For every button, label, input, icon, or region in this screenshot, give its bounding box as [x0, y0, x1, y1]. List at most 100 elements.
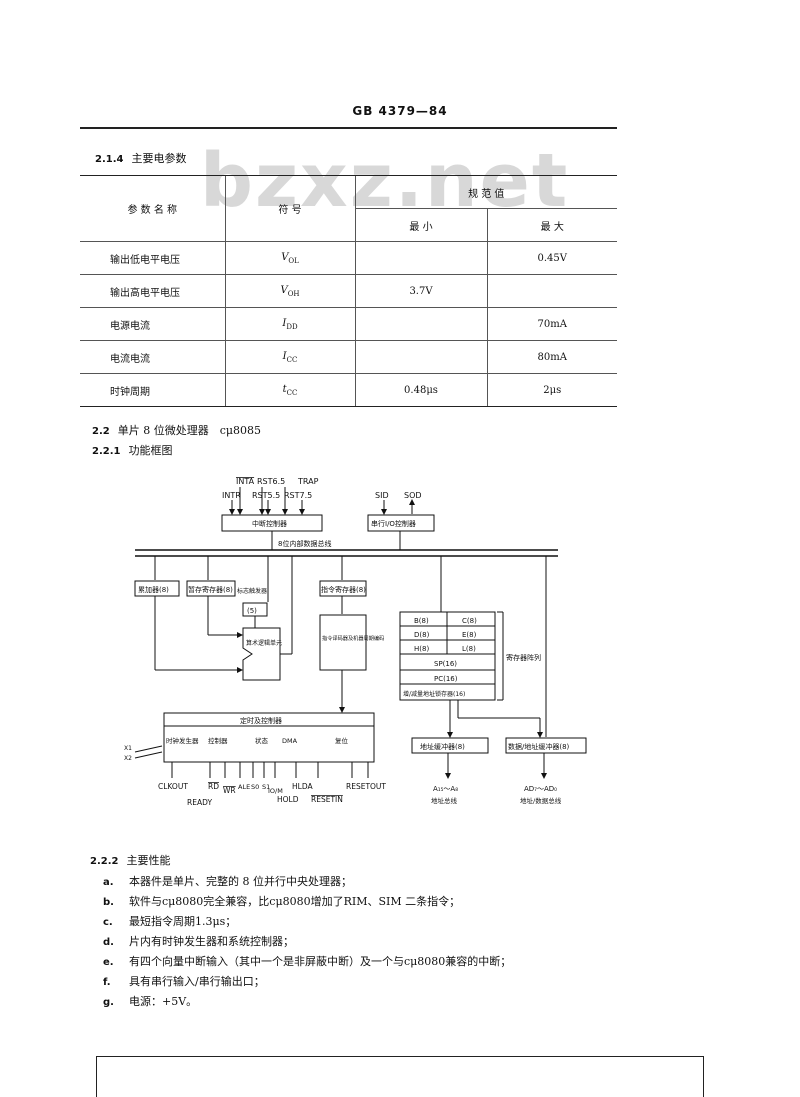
param-name: 输出高电平电压 [80, 274, 225, 308]
data-bus-name: 地址/数据总线 [520, 796, 562, 805]
x2-label: X2 [124, 755, 132, 762]
param-max [486, 274, 617, 308]
table-row: 电流电流 ICC 80mA [80, 340, 617, 374]
param-max: 70mA [486, 307, 617, 341]
param-max: 2μs [486, 373, 617, 407]
item-text: 电源：+5V。 [129, 995, 198, 1008]
param-max: 80mA [486, 340, 617, 374]
param-name: 输出低电平电压 [80, 241, 225, 275]
pin-ale: ALE [238, 783, 250, 791]
instruction-decoder: 指令译码器及机器周期编码 [322, 634, 384, 642]
item-key: e. [103, 957, 114, 968]
param-symbol: VOH [224, 274, 355, 308]
section-number: 2.2.2 [90, 856, 119, 867]
intr-label: RST5.5 [252, 491, 280, 500]
table-subheader-row: 最 小 最 大 [80, 208, 617, 242]
header-param-name: 参 数 名 称 [80, 175, 225, 242]
pin-resetout: RESETOUT [346, 782, 386, 791]
header-min: 最 小 [354, 208, 487, 242]
list-item: a. 本器件是单片、完整的 8 位并行中央处理器； [103, 873, 352, 889]
x1-label: X1 [124, 745, 132, 752]
pin-io-m: IO/M [268, 787, 283, 795]
instruction-register: 指令寄存器(8) [321, 585, 366, 594]
item-text: 软件与cμ8080完全兼容，比cμ8080增加了RIM、SIM 二条指令； [129, 895, 461, 908]
clock-generator: 时钟发生器 [166, 736, 199, 745]
reset-unit: 复位 [335, 736, 349, 745]
param-name: 时钟周期 [80, 373, 225, 407]
table-row: 输出高电平电压 VOH 3.7V [80, 274, 617, 308]
pin-s1: S1 [262, 783, 270, 791]
item-text: 片内有时钟发生器和系统控制器； [129, 935, 294, 948]
pin-s0: S0 [251, 783, 259, 791]
block-diagram: INTA RST6.5 TRAP INTR RST5.5 RST7.5 中断控制… [124, 477, 587, 807]
timing-control: 定时及控制器 [240, 716, 282, 725]
param-symbol: tCC [224, 373, 355, 407]
param-name: 电源电流 [80, 307, 225, 341]
pin-hlda: HLDA [292, 782, 313, 791]
header-rule [80, 127, 617, 129]
data-address-buffer: 数据/地址缓冲器(8) [508, 742, 570, 751]
pin-rd: RD [208, 782, 219, 791]
flag-register: (5) [247, 607, 257, 615]
list-item: b.软件与cμ8080完全兼容，比cμ8080增加了RIM、SIM 二条指令； [103, 893, 460, 909]
interrupt-control: 中断控制器 [252, 519, 287, 528]
address-bus-name: 地址总线 [431, 796, 458, 805]
intr-label: INTR [222, 491, 241, 500]
register-e: E(8) [462, 631, 477, 639]
item-key: d. [103, 937, 114, 948]
section-2-2-1-heading: 2.2.1 功能框图 [92, 442, 172, 458]
param-symbol: VOL [224, 241, 355, 275]
register-l: L(8) [462, 645, 476, 653]
standard-number: GB 4379—84 [352, 104, 448, 118]
pin-resetin: RESETIN [311, 795, 343, 804]
item-key: g. [103, 997, 114, 1008]
serial-io-control: 串行I/O控制器 [371, 519, 416, 528]
param-min: 0.48μs [354, 373, 487, 407]
intr-label: RST6.5 [257, 477, 285, 486]
item-key: c. [103, 917, 113, 928]
data-bus: AD₇～AD₀ [524, 785, 557, 793]
param-min [354, 340, 487, 374]
inc-dec-latch: 增/减量地址锁存器(16) [403, 690, 465, 698]
intr-label: RST7.5 [284, 491, 312, 500]
register-d: D(8) [414, 631, 430, 639]
register-h: H(8) [414, 645, 429, 653]
status-unit: 状态 [255, 736, 269, 745]
section-title: 主要性能 [126, 854, 171, 867]
item-key: a. [103, 877, 114, 888]
section-2-2-heading: 2.2 单片 8 位微处理器 cμ8085 [92, 422, 261, 438]
section-title: 功能框图 [128, 444, 173, 457]
register-array-label: 寄存器阵列 [506, 653, 541, 662]
control-unit: 控制器 [208, 736, 228, 745]
alu: 算术逻辑单元 [246, 639, 282, 647]
section-number: 2.2.1 [92, 446, 121, 457]
accumulator: 累加器(8) [138, 585, 169, 594]
item-text: 本器件是单片、完整的 8 位并行中央处理器； [129, 875, 352, 888]
address-buffer: 地址缓冲器(8) [420, 742, 465, 751]
item-key: f. [103, 977, 111, 988]
stack-pointer: SP(16) [434, 660, 457, 668]
flag-label: 标志触发器 [237, 587, 267, 595]
pin-wr: WR [223, 786, 236, 795]
section-number: 2.1.4 [95, 154, 124, 165]
table-row: 时钟周期 tCC 0.48μs 2μs [80, 373, 617, 407]
dma-unit: DMA [282, 737, 298, 745]
list-item: c.最短指令周期1.3μs； [103, 913, 236, 929]
program-counter: PC(16) [434, 675, 458, 683]
param-min [354, 241, 487, 275]
list-item: f.具有串行输入/串行输出口； [103, 973, 265, 989]
intr-label: TRAP [297, 477, 319, 486]
sod-label: SOD [404, 491, 422, 500]
parameter-table: 参 数 名 称 符 号 规 范 值 最 小 最 大 输出低电平电压 VOL 0.… [80, 175, 617, 407]
param-name: 电流电流 [80, 340, 225, 374]
register-b: B(8) [414, 617, 429, 625]
param-max: 0.45V [486, 241, 617, 275]
section-title: 单片 8 位微处理器 cμ8085 [117, 424, 262, 437]
pin-ready: READY [187, 798, 212, 807]
param-min: 3.7V [354, 274, 487, 308]
section-number: 2.2 [92, 426, 110, 437]
item-text: 有四个向量中断输入（其中一个是非屏蔽中断）及一个与cμ8080兼容的中断； [129, 955, 512, 968]
param-symbol: IDD [224, 307, 355, 341]
list-item: d. 片内有时钟发生器和系统控制器； [103, 933, 294, 949]
